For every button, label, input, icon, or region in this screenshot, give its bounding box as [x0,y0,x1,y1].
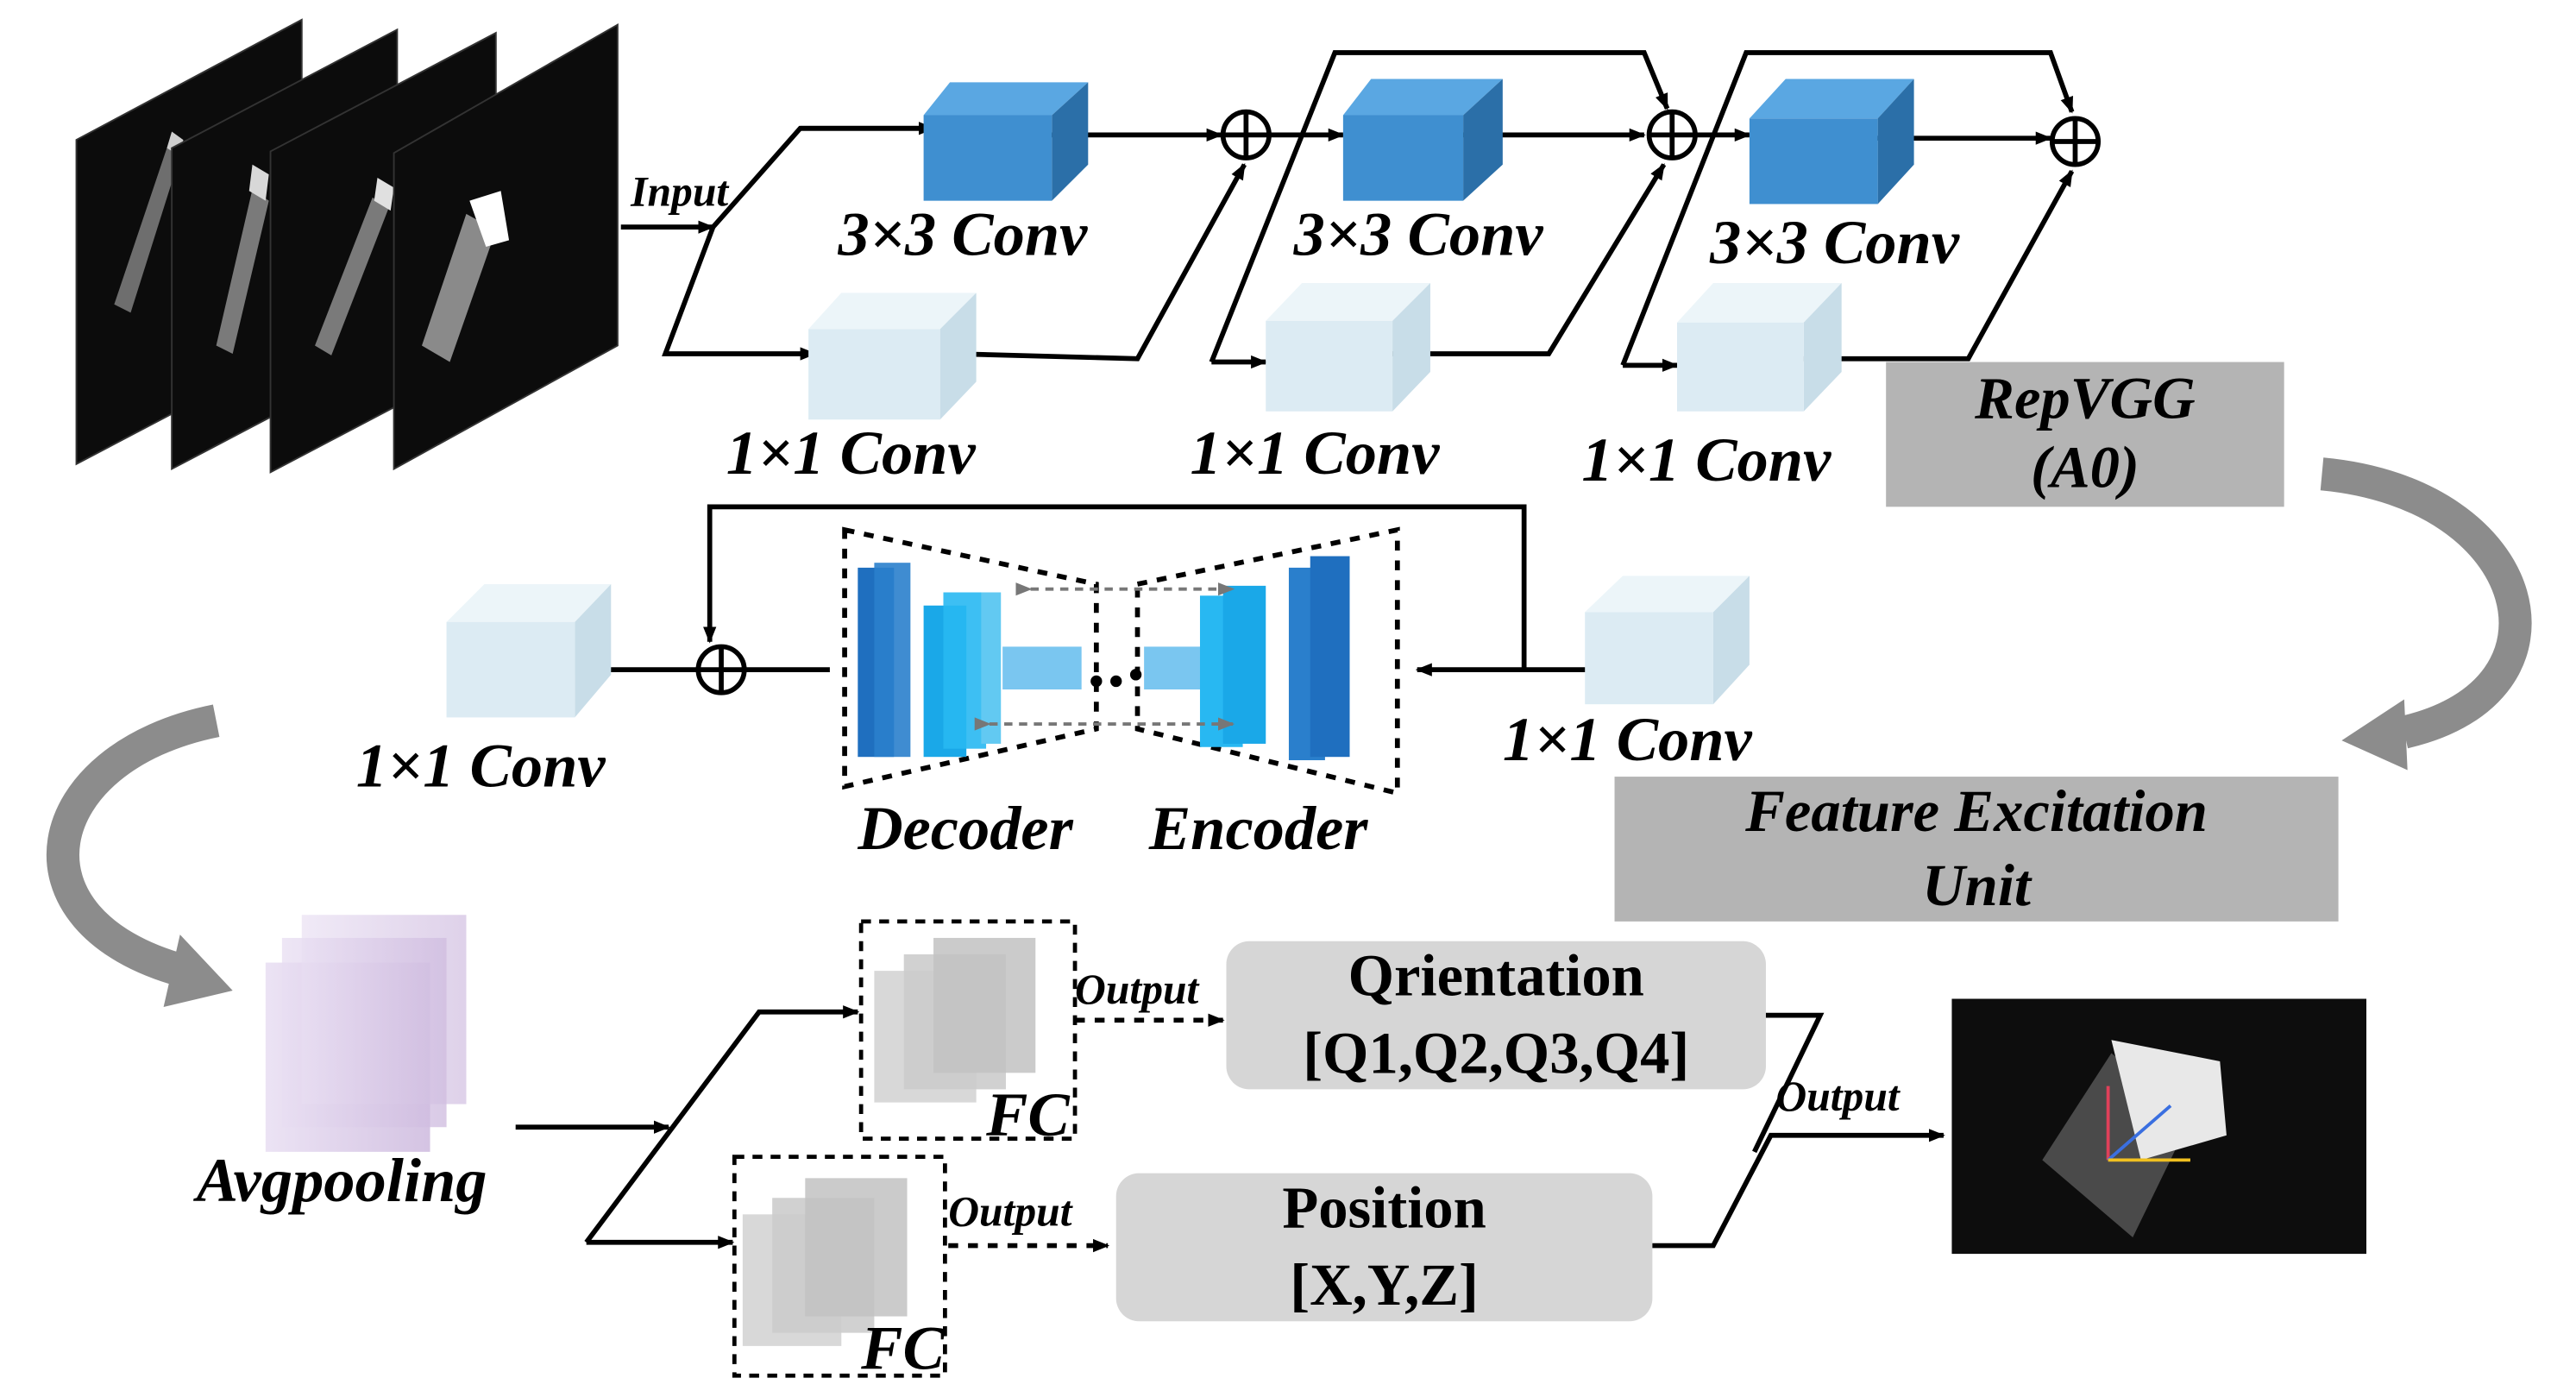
position-label: Position [1282,1175,1486,1241]
fe-unit-label-line1: Feature Excitation [1744,778,2208,844]
fe-conv1x1-label-left: 1×1 Conv [356,731,606,801]
orientation-out-line [1752,1012,1825,1154]
encoder-decoder [842,526,1400,796]
decoder-label: Decoder [857,793,1073,863]
conv1x1-block-1 [808,293,977,420]
conv3x3-block-3 [1749,79,1914,205]
fc-block-bottom [732,1155,947,1378]
sum-icon-2 [1646,109,1698,160]
repvgg-box: RepVGG (A0) [1886,362,2284,507]
input-frame-4 [393,22,619,471]
encoder-label: Encoder [1148,793,1368,863]
conv1x1-label-3: 1×1 Conv [1581,425,1831,494]
fe-conv1x1-label-right: 1×1 Conv [1503,704,1753,774]
fc-branch-top [584,1005,860,1244]
repvgg-skip-line-3 [1620,50,2075,367]
orientation-values: [Q1,Q2,Q3,Q4] [1303,1020,1689,1086]
conv3x3-label-2: 3×3 Conv [1293,199,1544,269]
repvgg-skip-line-2 [1209,50,1670,363]
avgpooling-label: Avgpooling [193,1145,487,1215]
fe-unit-box: Feature Excitation Unit [1614,777,2339,922]
fc-block-top [858,919,1078,1141]
conv1x1-block-3 [1676,282,1842,412]
orientation-box: Qrientation [Q1,Q2,Q3,Q4] [1226,941,1766,1090]
input-label: Input [630,167,730,215]
conv1x1-label-2: 1×1 Conv [1191,418,1441,488]
repvgg-conv1-out-3 [1803,169,2075,362]
orientation-label: Qrientation [1348,943,1644,1009]
position-values: [X,Y,Z] [1290,1252,1479,1318]
fe-unit-label-line2: Unit [1922,853,2033,918]
conv3x3-label-1: 3×3 Conv [837,199,1088,269]
output-label-final: Output [1775,1073,1901,1120]
repvgg-label-line2: (A0) [2031,434,2139,500]
conv1x1-block-2 [1266,282,1430,412]
repvgg-conv1-out-2 [1392,163,1667,356]
conv3x3-block-1 [923,82,1089,201]
output-label-bottom: Output [948,1188,1074,1236]
fe-output-conv1x1 [446,583,612,718]
fe-input-conv1x1 [1585,576,1750,705]
sum-icon-3 [2049,116,2102,167]
flow-arrow-right [2320,457,2532,771]
conv1x1-label-1: 1×1 Conv [726,418,977,488]
repvgg-label-line1: RepVGG [1974,365,2196,431]
fe-skip-line [703,504,1527,670]
input-frames [75,18,619,474]
conv3x3-block-2 [1342,79,1503,201]
avgpool-block [265,915,467,1152]
fc-label-top: FC [985,1079,1070,1149]
output-label-top: Output [1075,966,1201,1013]
fc-label-bottom: FC [860,1313,945,1383]
sum-icon-1 [1220,109,1272,160]
position-out-line [1652,1129,1945,1249]
position-box: Position [X,Y,Z] [1115,1173,1653,1322]
result-image [1951,998,2367,1255]
flow-arrow-left [46,704,233,1008]
conv3x3-label-3: 3×3 Conv [1709,207,1960,277]
repvgg-conv1-out-1 [952,163,1247,362]
sum-icon-4 [695,644,747,695]
repvgg-branch-arrow-bottom-1 [662,226,817,361]
